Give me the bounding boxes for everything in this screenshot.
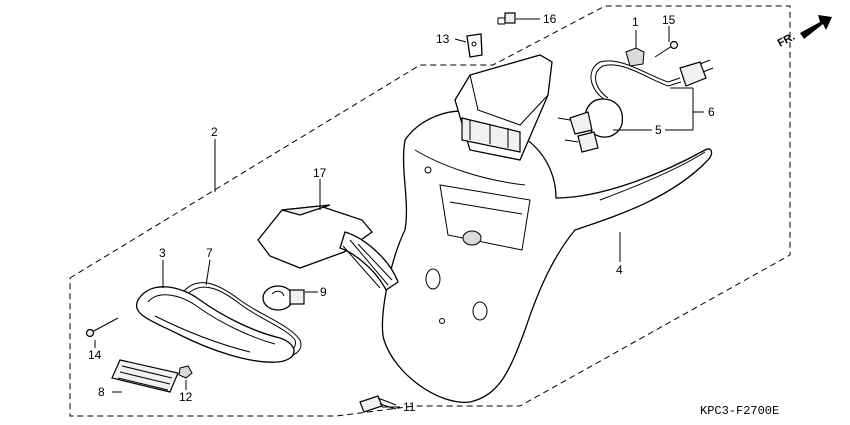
clamp-part (625, 47, 645, 67)
callout-17: 17 (313, 166, 327, 180)
callout-15: 15 (662, 13, 676, 27)
callout-4: 4 (616, 263, 623, 277)
callout-5: 5 (655, 123, 662, 137)
cover-17-part (257, 204, 399, 291)
callout-13: 13 (436, 32, 450, 46)
rear-fender-part (381, 110, 713, 403)
callout-7: 7 (206, 246, 213, 260)
callout-9: 9 (320, 285, 327, 299)
callout-12: 12 (179, 390, 193, 404)
screw-15-part (654, 40, 679, 58)
callout-2: 2 (211, 125, 218, 139)
callout-8: 8 (98, 385, 105, 399)
assembly-outline (69, 5, 791, 417)
bolt-16-part (497, 12, 516, 25)
callout-1: 1 (632, 15, 639, 29)
bolt-11-part (359, 395, 397, 413)
screw-14-part (85, 317, 119, 338)
lens-part (135, 286, 295, 363)
tail-housing-part (454, 54, 553, 161)
wire-harness-part (557, 59, 714, 153)
callout-3: 3 (159, 246, 166, 260)
front-direction-label: FR. (776, 31, 797, 50)
bulb-part (262, 285, 305, 311)
diagram-code: KPC3-F2700E (700, 404, 779, 418)
front-arrow-icon (800, 15, 832, 39)
clip-part (466, 33, 483, 58)
reflector-part (111, 359, 179, 393)
callout-14: 14 (88, 348, 102, 362)
nut-part (178, 365, 193, 379)
callout-16: 16 (543, 12, 557, 26)
callout-11: 11 (403, 400, 416, 414)
callout-6: 6 (708, 105, 715, 119)
leader-lines (94, 18, 704, 408)
